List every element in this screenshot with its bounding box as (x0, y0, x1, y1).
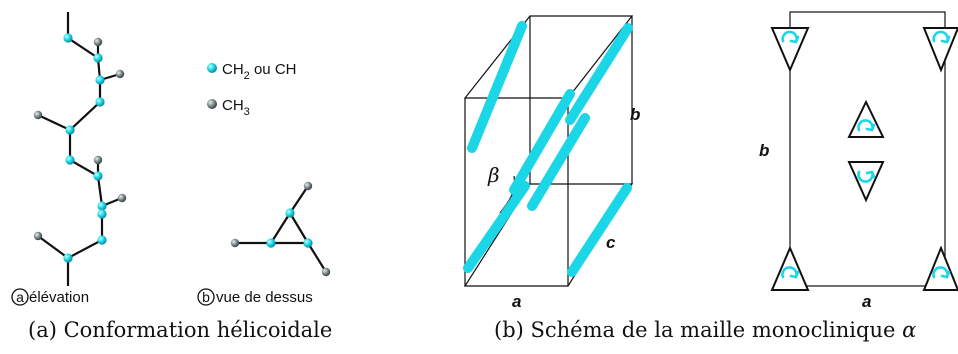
view-b-text: vue de dessus (216, 289, 313, 306)
ch2-atom (65, 155, 75, 165)
view-b-label: b vue de dessus (197, 288, 313, 306)
legend-grey-label: CH (222, 97, 244, 114)
legend-cyan-label: CH (222, 61, 244, 78)
ch2-atom (93, 171, 103, 181)
ch2-atom (285, 208, 295, 218)
ch2-atom (95, 75, 105, 85)
svg-text:CH3: CH3 (222, 97, 250, 118)
view-b-letter: b (202, 289, 210, 305)
legend-grey-atom (207, 99, 217, 109)
symmetry-triangles (770, 27, 958, 291)
svg-text:CH2 ou CH: CH2 ou CH (222, 61, 296, 82)
ch3-atom (33, 231, 43, 241)
legend-cyan-atom (207, 63, 217, 73)
rotation-arrows (781, 30, 951, 279)
ch2-atom (95, 97, 105, 107)
ch2-atom (63, 253, 73, 263)
monoclinic-projection (789, 11, 946, 287)
helix-atoms (33, 33, 127, 263)
caption-b-text: (b) Schéma de la maille monoclinique (494, 318, 903, 342)
molecule-rods (463, 21, 633, 277)
ch2-atom (303, 238, 313, 248)
legend-cyan-rest: ou CH (250, 61, 297, 78)
ch3-atom (230, 238, 240, 248)
axis-b-label-3d: b (630, 105, 640, 124)
ch2-atom (97, 235, 107, 245)
ch3-atom (321, 267, 331, 277)
axis-b-label-projection: b (759, 141, 769, 160)
view-a-label: a élévation (11, 288, 89, 306)
ch2-atom (65, 125, 75, 135)
helix-top-view (230, 181, 331, 277)
axis-a-label-3d: a (512, 292, 521, 311)
ch2-atom (266, 238, 276, 248)
beta-angle-label: β (487, 163, 500, 187)
legend-grey-sub: 3 (244, 106, 250, 118)
ch3-atom (303, 181, 313, 191)
ch3-atom (115, 69, 125, 79)
ch2-atom (97, 209, 107, 219)
caption-a: (a) Conformation hélicoidale (28, 318, 333, 342)
ch2-atom (63, 33, 73, 43)
legend-cyan-sub: 2 (244, 70, 250, 82)
ch2-atom (97, 201, 107, 211)
ch3-atom (117, 193, 127, 203)
helix-elevation (37, 12, 123, 286)
ch2-atom (93, 53, 103, 63)
ch3-atom (93, 155, 103, 165)
axis-c-label: c (606, 233, 616, 252)
view-a-letter: a (16, 289, 24, 305)
caption-b: (b) Schéma de la maille monoclinique α (494, 318, 916, 342)
view-a-text: élévation (29, 289, 89, 306)
axis-a-label-projection: a (862, 292, 871, 311)
caption-b-symbol: α (902, 318, 917, 342)
legend: CH2 ou CH CH3 (207, 61, 296, 118)
ch3-atom (33, 110, 43, 120)
ch3-atom (93, 37, 103, 47)
